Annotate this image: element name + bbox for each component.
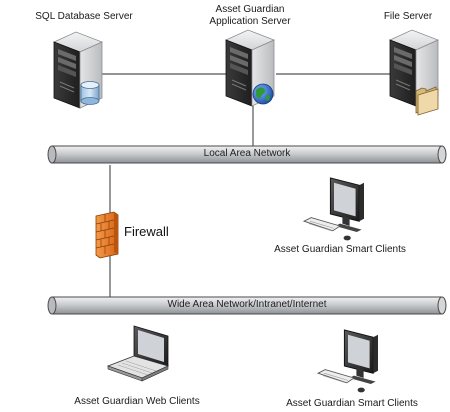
file-server-label: File Server <box>383 11 433 22</box>
file-server <box>389 29 439 116</box>
web-clients-label: Asset Guardian Web Clients <box>74 396 200 407</box>
app-server-label-line1: Asset Guardian <box>215 4 285 15</box>
lan-pipe <box>47 145 447 164</box>
wan-label: Wide Area Network/Intranet/Internet <box>167 299 327 310</box>
sql-server-label: SQL Database Server <box>35 11 133 22</box>
smart-clients-lan-label: Asset Guardian Smart Clients <box>274 244 406 255</box>
application-server <box>225 29 275 107</box>
web-clients <box>106 325 170 382</box>
firewall <box>95 211 119 259</box>
folder-icon <box>415 86 439 116</box>
lan-label: Local Area Network <box>203 148 291 159</box>
laptop-icon <box>106 325 170 382</box>
wan-pipe <box>47 296 447 315</box>
sql-database-server <box>53 31 103 109</box>
firewall-brick-icon <box>95 211 119 259</box>
globe-icon <box>252 83 274 105</box>
app-server-label-line2: Application Server <box>209 16 291 27</box>
smart-clients-wan <box>317 329 379 393</box>
desktop-computer-icon <box>303 177 365 241</box>
firewall-label: Firewall <box>124 224 169 239</box>
desktop-computer-icon <box>317 329 379 393</box>
smart-clients-wan-label: Asset Guardian Smart Clients <box>286 398 418 409</box>
database-icon <box>80 81 100 105</box>
smart-clients-lan <box>303 177 365 241</box>
